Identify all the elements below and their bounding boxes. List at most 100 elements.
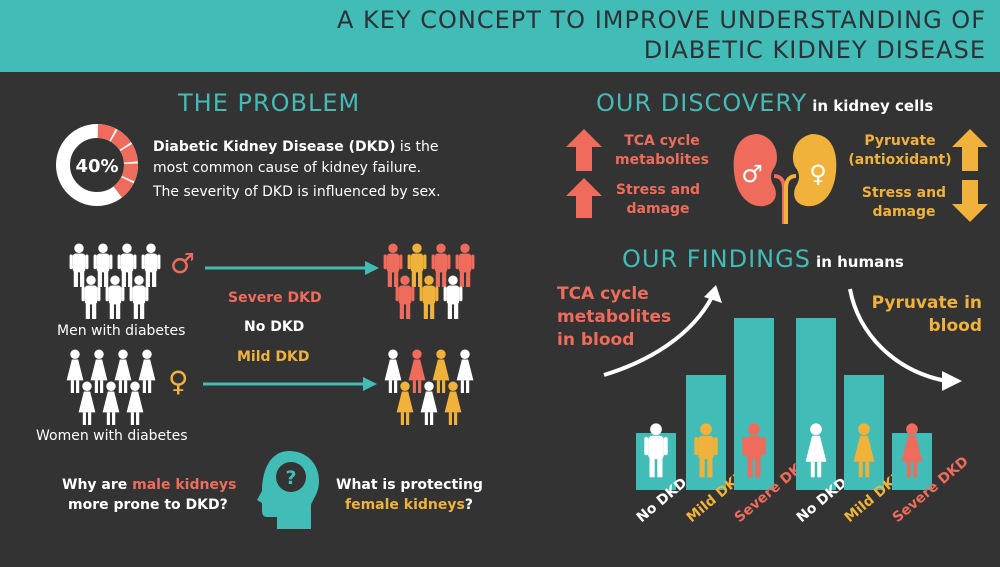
pyruvate-up-arrow-icon [952,129,988,171]
man-icon [68,243,90,291]
woman-icon [454,349,476,397]
desc-rest: is the [395,139,439,155]
discovery-stress-l2: damage [626,201,690,217]
woman-icon [124,381,146,429]
stress-up-arrow-icon [566,178,602,218]
men-group-after [382,243,478,321]
man-icon [418,275,440,323]
woman-icon [100,381,122,429]
man-icon [382,243,404,291]
kidney-male-symbol: ♂ [741,160,763,188]
female-symbol: ♀ [168,365,189,398]
findings-right-note: Pyruvate in blood [868,292,982,338]
woman-icon [430,349,452,397]
findings-title: OUR FINDINGS [622,245,811,273]
tca-note-l2: metabolites [557,307,672,327]
men-label: Men with diabetes [57,323,186,339]
man-icon [128,275,150,323]
women-arrow [203,377,377,391]
men-arrow [205,261,379,275]
male-symbol: ♂ [170,247,196,280]
pyruvate-note-l1: Pyruvate in [871,293,982,313]
man-icon [430,243,452,291]
question-male-line2: more prone to DKD? [68,497,228,513]
donut-percent-label: 40% [75,156,118,177]
donut-segment [119,143,138,164]
man-icon [406,243,428,291]
man-icon [116,243,138,291]
discovery-right-item-2: Stress and damage [852,184,956,222]
kidneys-illustration: ♂ ♀ [733,134,837,224]
women-group-after [382,349,482,427]
man-icon [741,422,767,482]
findings-bar [734,318,774,490]
man-icon [454,243,476,291]
female-kidney-icon [784,134,837,224]
woman-icon [136,349,158,397]
donut-chart: 40% [56,124,138,206]
woman-icon [418,381,440,429]
question-male-line1: Why are male kidneys [62,477,236,493]
man-icon [442,275,464,323]
problem-title: THE PROBLEM [178,89,361,117]
problem-description-line3: The severity of DKD is influenced by sex… [153,184,441,200]
woman-icon [88,349,110,397]
stress-down-arrow-icon [952,180,988,222]
man-icon [92,243,114,291]
woman-icon [394,381,416,429]
tca-note-l3: in blood [557,330,635,350]
kidney-female-symbol: ♀ [809,160,827,188]
discovery-stress2-l2: damage [872,204,936,220]
discovery-title: OUR DISCOVERY [596,89,808,117]
findings-heading: OUR FINDINGS in humans [622,245,904,273]
woman-icon [64,349,86,397]
question-female-line1: What is protecting [336,477,483,493]
women-label: Women with diabetes [36,428,188,444]
woman-icon [899,422,925,482]
woman-icon [406,349,428,397]
male-kidney-icon [733,134,786,224]
discovery-stress2-l1: Stress and [861,185,947,201]
discovery-right-item-1: Pyruvate (antioxidant) [848,132,952,170]
thinking-head-icon: ? [257,451,319,529]
women-group-before [64,349,164,427]
q1-pre: Why are [62,477,133,493]
findings-left-note: TCA cycle metabolites in blood [557,283,671,352]
q2-highlight: female kidneys [345,497,465,513]
discovery-left-item-1: TCA cycle metabolites [610,132,714,170]
woman-icon [442,381,464,429]
discovery-heading: OUR DISCOVERY in kidney cells [596,89,933,117]
question-female-line2: female kidneys? [345,497,473,513]
legend-mild-dkd: Mild DKD [237,349,310,365]
woman-icon [382,349,404,397]
discovery-subtitle: in kidney cells [812,97,934,115]
man-icon [140,243,162,291]
header-title-line1: A KEY CONCEPT TO IMPROVE UNDERSTANDING O… [337,6,986,34]
woman-icon [851,422,877,482]
pyruvate-note-l2: blood [928,316,982,336]
man-icon [693,422,719,482]
discovery-tca-l2: metabolites [615,152,709,168]
pyruvate-curved-arrow [848,288,962,391]
man-icon [394,275,416,323]
tca-note-l1: TCA cycle [557,284,649,304]
discovery-pyruvate-l2: (antioxidant) [848,152,952,168]
question-mark: ? [285,467,296,489]
donut-segment [113,176,134,198]
discovery-tca-l1: TCA cycle [624,133,700,149]
findings-subtitle: in humans [816,253,904,271]
tca-curved-arrow [603,285,722,377]
men-group-before [68,243,164,321]
donut-segment [110,129,132,151]
legend-severe-dkd: Severe DKD [228,290,322,306]
discovery-left-item-2: Stress and damage [606,181,710,219]
donut-segment [97,124,116,142]
discovery-pyruvate-l1: Pyruvate [864,133,936,149]
donut-segments [97,124,138,198]
header-banner: A KEY CONCEPT TO IMPROVE UNDERSTANDING O… [0,0,1000,72]
tca-up-arrow-icon [566,129,602,171]
problem-description-line2: most common cause of kidney failure. [153,160,422,176]
man-icon [80,275,102,323]
q1-highlight: male kidneys [132,477,237,493]
